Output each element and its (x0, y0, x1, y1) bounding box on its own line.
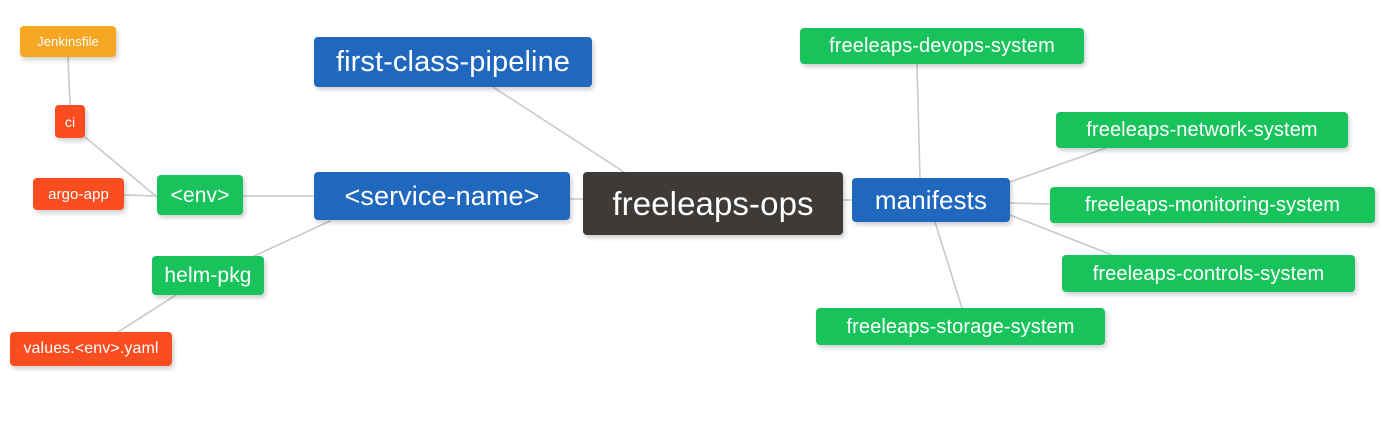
mindmap-node-label-freeleaps-network-system: freeleaps-network-system (1086, 119, 1318, 141)
mindmap-node-env[interactable]: <env> (157, 175, 243, 215)
mindmap-node-label-freeleaps-ops: freeleaps-ops (612, 185, 814, 222)
edge-manifests-to-freeleaps-devops-system (916, 63, 921, 179)
mindmap-node-label-argo-app: argo-app (48, 185, 109, 203)
edge-values-yaml-to-helm-pkg (117, 294, 177, 333)
edge-manifests-to-freeleaps-monitoring-system (1009, 202, 1051, 205)
mindmap-node-label-env: <env> (170, 183, 230, 207)
edge-manifests-to-freeleaps-network-system (1009, 147, 1107, 183)
mindmap-node-manifests[interactable]: manifests (852, 178, 1010, 222)
mindmap-node-label-ci: ci (64, 113, 76, 130)
mindmap-node-label-manifests: manifests (874, 185, 988, 215)
mindmap-node-label-values-yaml: values.<env>.yaml (23, 340, 159, 357)
mindmap-node-freeleaps-network-system[interactable]: freeleaps-network-system (1056, 112, 1348, 148)
mindmap-node-freeleaps-devops-system[interactable]: freeleaps-devops-system (800, 28, 1084, 64)
mindmap-node-label-freeleaps-devops-system: freeleaps-devops-system (829, 35, 1055, 57)
mindmap-node-values-yaml[interactable]: values.<env>.yaml (10, 332, 172, 366)
mindmap-node-freeleaps-ops[interactable]: freeleaps-ops (583, 172, 843, 235)
mindmap-node-ci[interactable]: ci (55, 105, 85, 138)
edge-helm-pkg-to-service-name (249, 220, 331, 259)
mindmap-node-label-helm-pkg: helm-pkg (164, 264, 252, 287)
mindmap-node-argo-app[interactable]: argo-app (33, 178, 124, 210)
mindmap-node-label-freeleaps-controls-system: freeleaps-controls-system (1092, 262, 1325, 285)
mindmap-node-label-jenkinsfile: Jenkinsfile (37, 34, 99, 49)
edge-manifests-to-freeleaps-storage-system (934, 221, 963, 309)
mindmap-node-helm-pkg[interactable]: helm-pkg (152, 256, 264, 295)
mindmap-node-freeleaps-controls-system[interactable]: freeleaps-controls-system (1062, 255, 1355, 292)
edge-jenkinsfile-to-ci (67, 56, 71, 106)
mindmap-node-freeleaps-storage-system[interactable]: freeleaps-storage-system (816, 308, 1105, 345)
mindmap-node-label-freeleaps-monitoring-system: freeleaps-monitoring-system (1084, 194, 1340, 216)
edge-argo-app-to-env (123, 194, 158, 197)
mindmap-node-label-freeleaps-storage-system: freeleaps-storage-system (846, 315, 1075, 338)
mindmap-node-service-name[interactable]: <service-name> (314, 172, 570, 220)
mindmap-node-freeleaps-monitoring-system[interactable]: freeleaps-monitoring-system (1050, 187, 1375, 223)
mindmap-node-label-service-name: <service-name> (344, 180, 540, 211)
mindmap-node-first-class-pipeline[interactable]: first-class-pipeline (314, 37, 592, 87)
mindmap-node-jenkinsfile[interactable]: Jenkinsfile (20, 26, 116, 57)
edge-first-class-pipeline-to-freeleaps-ops (492, 86, 625, 173)
mindmap-node-label-first-class-pipeline: first-class-pipeline (335, 45, 571, 78)
